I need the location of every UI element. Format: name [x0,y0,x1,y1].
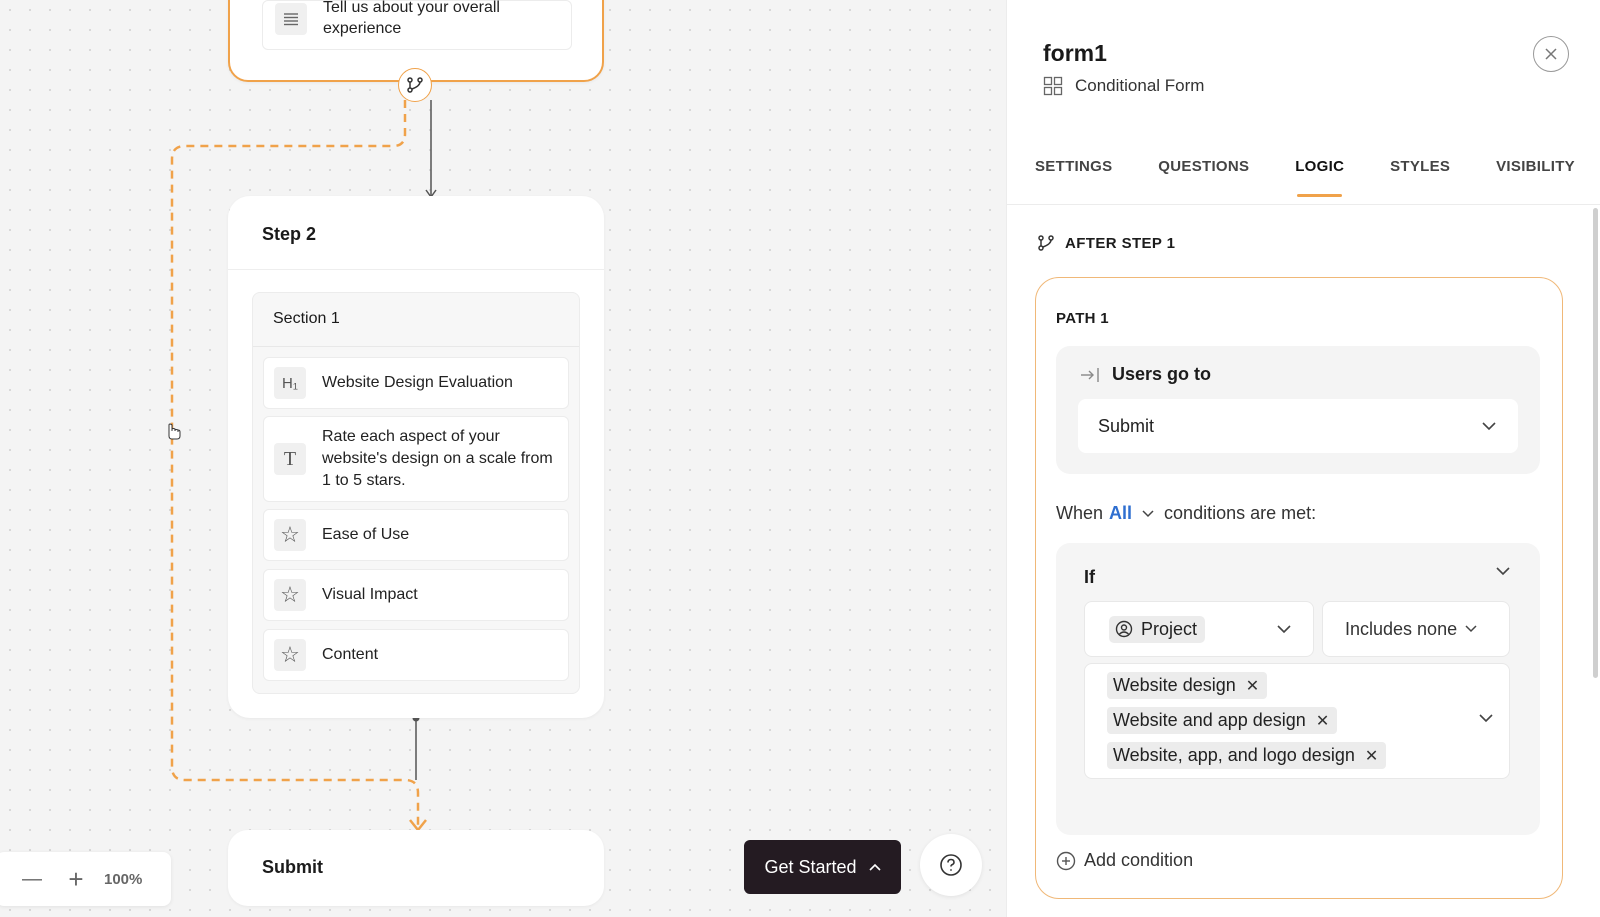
zoom-controls: — + 100% [0,852,171,906]
condition-operator-select[interactable]: Includes none [1322,601,1510,657]
question-text: Rate each aspect of your website's desig… [322,428,553,489]
when-suffix: conditions are met: [1164,503,1317,523]
zoom-in-button[interactable]: + [68,863,84,894]
question-item-text[interactable]: T Rate each aspect of your website's des… [263,416,569,502]
add-condition-button[interactable]: Add condition [1056,850,1193,871]
branch-icon [1038,235,1054,251]
add-condition-label: Add condition [1084,850,1194,870]
path-label: PATH 1 [1056,310,1109,327]
heading-icon: H₁ [274,367,306,399]
value-chip-label: Website, app, and logo design [1113,745,1355,765]
grid-icon [1043,76,1063,96]
remove-chip-icon[interactable]: ✕ [1245,677,1260,695]
tab-questions[interactable]: QUESTIONS [1158,158,1250,175]
field-chip: Project [1109,615,1206,643]
condition-field-select[interactable]: Project [1084,601,1314,657]
close-icon [1545,48,1557,60]
step2-card[interactable]: Step 2 Section 1 H₁ Website Design Evalu… [228,196,604,718]
chevron-down-icon [1482,421,1496,430]
condition-values-select[interactable]: Website design ✕ Website and app design … [1084,663,1510,779]
value-chip: Website, app, and logo design ✕ [1107,742,1387,769]
step1-question-item[interactable]: Tell us about your overall experience [262,0,572,50]
condition-box: If Project Includes none Website design [1056,543,1540,835]
branch-node[interactable] [398,68,432,102]
goto-header: Users go to [1080,364,1211,385]
star-icon: ☆ [274,519,306,551]
condition-mode-row: When All conditions are met: [1056,503,1316,524]
question-item-heading[interactable]: H₁ Website Design Evaluation [263,357,569,409]
after-step-label: AFTER STEP 1 [1065,234,1176,252]
paragraph-icon [275,3,307,35]
goto-value: Submit [1098,415,1155,436]
operator-value: Includes none [1345,618,1458,639]
value-chip-label: Website and app design [1113,710,1306,730]
get-started-button[interactable]: Get Started [744,840,901,894]
tab-settings[interactable]: SETTINGS [1035,158,1113,175]
chevron-up-icon [868,860,881,874]
goto-label: Users go to [1112,364,1212,384]
value-chip: Website and app design ✕ [1107,707,1338,734]
star-icon: ☆ [274,639,306,671]
help-icon [940,854,962,876]
question-item-rating[interactable]: ☆ Visual Impact [263,569,569,621]
zoom-out-button[interactable]: — [22,867,42,890]
path-1-box: PATH 1 Users go to Submit When All condi… [1035,277,1563,899]
arrow-right-to-line-icon [1081,367,1099,382]
zoom-level: 100% [104,870,143,888]
panel-subtitle-text: Conditional Form [1075,76,1205,95]
question-text: Visual Impact [322,586,418,603]
goto-box: Users go to Submit [1056,346,1540,474]
submit-title: Submit [262,857,323,877]
close-button[interactable] [1533,36,1569,72]
step1-card[interactable]: Tell us about your overall experience [228,0,604,82]
submit-card[interactable]: Submit [228,830,604,906]
step2-title: Step 2 [228,196,604,270]
when-prefix: When [1056,503,1104,523]
if-label: If [1084,567,1095,587]
chevron-down-icon[interactable] [1496,567,1510,576]
value-chip-label: Website design [1113,675,1236,695]
panel-scrollbar[interactable] [1593,208,1598,678]
tab-visibility[interactable]: VISIBILITY [1496,158,1575,175]
question-item-rating[interactable]: ☆ Ease of Use [263,509,569,561]
tabs-divider [1007,204,1600,205]
text-icon: T [274,443,306,475]
section-title: Section 1 [253,293,579,347]
user-circle-icon [1115,620,1133,638]
chevron-down-icon [1277,624,1291,633]
star-icon: ☆ [274,579,306,611]
tab-styles[interactable]: STYLES [1390,158,1451,175]
panel-title: form1 [1043,40,1107,66]
question-text: Ease of Use [322,526,410,543]
question-text: Website Design Evaluation [322,374,513,391]
help-button[interactable] [920,834,982,896]
chevron-down-icon [1465,625,1477,633]
remove-chip-icon[interactable]: ✕ [1364,747,1379,765]
plus-circle-icon [1056,851,1076,870]
condition-mode-select[interactable]: All [1109,503,1133,523]
conditional-path-arrow [409,819,427,833]
branch-icon [407,77,423,93]
get-started-label: Get Started [764,856,857,877]
step1-question-text: Tell us about your overall experience [323,0,500,37]
value-chip: Website design ✕ [1107,672,1268,699]
field-name: Project [1141,618,1198,639]
properties-panel: form1 Conditional Form SETTINGS QUESTION… [1006,0,1600,917]
remove-chip-icon[interactable]: ✕ [1315,712,1330,730]
flow-canvas[interactable]: Tell us about your overall experience St… [0,0,1006,917]
question-item-rating[interactable]: ☆ Content [263,629,569,681]
tab-logic[interactable]: LOGIC [1295,158,1344,197]
chevron-down-icon[interactable] [1142,509,1154,518]
panel-subtitle: Conditional Form [1043,76,1204,96]
chevron-down-icon[interactable] [1479,714,1493,723]
section-1-box[interactable]: Section 1 H₁ Website Design Evaluation T… [252,292,580,694]
question-text: Content [322,646,379,663]
after-step-header: AFTER STEP 1 [1037,234,1175,252]
goto-destination-select[interactable]: Submit [1078,399,1518,453]
panel-tabs: SETTINGS QUESTIONS LOGIC STYLES VISIBILI… [1035,158,1575,197]
pointer-cursor [168,423,181,440]
